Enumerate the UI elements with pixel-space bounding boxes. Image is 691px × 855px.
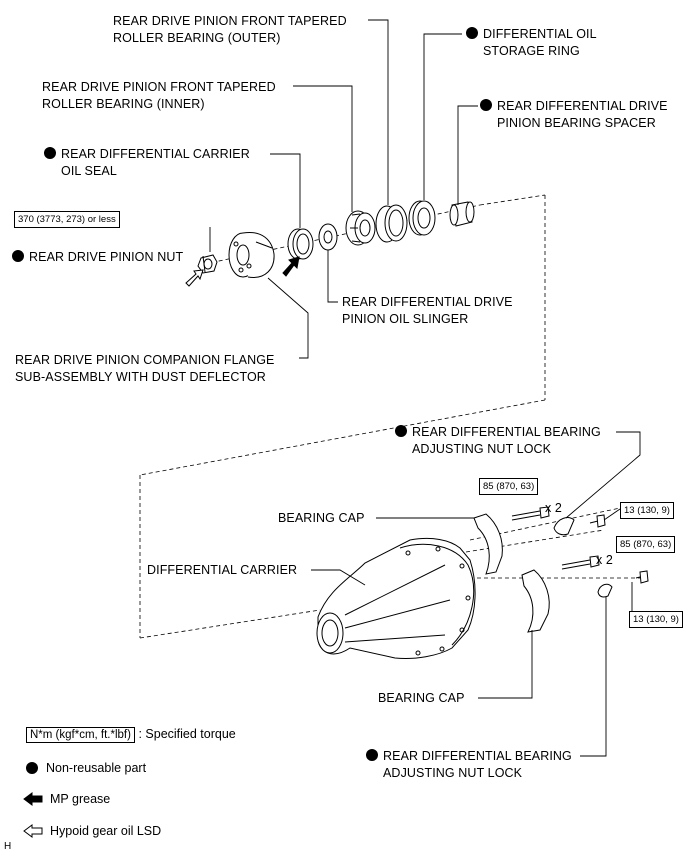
oil-storage-ring-part	[408, 200, 436, 236]
cap-bolt-upper-part	[511, 506, 550, 521]
label-front-bearing-inner: REAR DRIVE PINION FRONT TAPERED ROLLER B…	[42, 80, 276, 111]
legend-mp-grease-icon	[23, 792, 43, 806]
legend-mp-grease: MP grease	[50, 792, 111, 806]
label-front-bearing-outer: REAR DRIVE PINION FRONT TAPERED ROLLER B…	[113, 14, 347, 45]
label-pinion-nut: REAR DRIVE PINION NUT	[12, 249, 183, 266]
legend-torque-text: : Specified torque	[138, 727, 236, 741]
front-bearing-inner-part	[345, 210, 376, 246]
legend-hypoid: Hypoid gear oil LSD	[50, 824, 162, 838]
label-nut-lock-lower: REAR DIFFERENTIAL BEARING ADJUSTING NUT …	[366, 748, 572, 782]
nonreusable-dot-icon	[366, 749, 378, 761]
pinion-nut-part	[197, 254, 218, 274]
legend-hypoid-icon	[23, 824, 43, 838]
companion-flange-part	[228, 231, 275, 278]
cap-bolt-lower-part	[561, 555, 600, 570]
nonreusable-dot-icon	[395, 425, 407, 437]
mp-grease-arrow-icon	[282, 256, 300, 277]
label-differential-carrier: DIFFERENTIAL CARRIER	[147, 563, 298, 577]
label-carrier-oil-seal: REAR DIFFERENTIAL CARRIER OIL SEAL	[44, 146, 250, 180]
legend-nonreusable-icon	[26, 762, 38, 774]
label-bearing-cap-upper: BEARING CAP	[278, 511, 365, 525]
corner-letter: H	[4, 841, 12, 852]
legend-torque-box: N*m (kgf*cm, ft.*lbf)	[26, 727, 135, 743]
label-oil-storage-ring: DIFFERENTIAL OIL STORAGE RING	[466, 26, 597, 60]
legend-nonreusable: Non-reusable part	[46, 761, 147, 775]
hypoid-oil-arrow-icon	[185, 269, 204, 287]
nonreusable-dot-icon	[466, 27, 478, 39]
nut-lock-lower-part	[597, 583, 613, 598]
lock-bolt-lower-part	[635, 570, 649, 584]
label-bearing-cap-lower: BEARING CAP	[378, 691, 465, 705]
torque-lock-bolt-lower: 13 (130, 9)	[629, 611, 683, 628]
nonreusable-dot-icon	[12, 250, 24, 262]
leader-lines	[209, 19, 641, 757]
bearing-cap-lower-part	[521, 569, 550, 633]
pinion-bearing-spacer-part	[449, 201, 475, 227]
label-oil-slinger: REAR DIFFERENTIAL DRIVE PINION OIL SLING…	[342, 295, 513, 326]
bearing-cap-upper-part	[473, 513, 503, 575]
front-bearing-outer-part	[375, 204, 408, 243]
legend-torque: N*m (kgf*cm, ft.*lbf) : Specified torque	[26, 726, 236, 743]
nonreusable-dot-icon	[44, 147, 56, 159]
nut-lock-upper-part	[553, 517, 575, 536]
torque-pinion-nut: 370 (3773, 273) or less	[14, 211, 120, 228]
differential-carrier-part	[316, 537, 476, 659]
label-pinion-bearing-spacer: REAR DIFFERENTIAL DRIVE PINION BEARING S…	[480, 98, 668, 132]
oil-slinger-part	[318, 223, 338, 251]
nonreusable-dot-icon	[480, 99, 492, 111]
qty-upper: x 2	[545, 501, 562, 515]
qty-lower: x 2	[596, 553, 613, 567]
torque-cap-bolt-lower: 85 (870, 63)	[616, 536, 676, 553]
torque-lock-bolt-upper: 13 (130, 9)	[620, 502, 674, 519]
label-nut-lock-upper: REAR DIFFERENTIAL BEARING ADJUSTING NUT …	[395, 424, 601, 458]
carrier-oil-seal-part	[287, 228, 314, 260]
torque-cap-bolt-upper: 85 (870, 63)	[479, 478, 539, 495]
label-companion-flange: REAR DRIVE PINION COMPANION FLANGE SUB-A…	[15, 353, 275, 384]
lock-bolt-upper-part	[589, 514, 606, 528]
